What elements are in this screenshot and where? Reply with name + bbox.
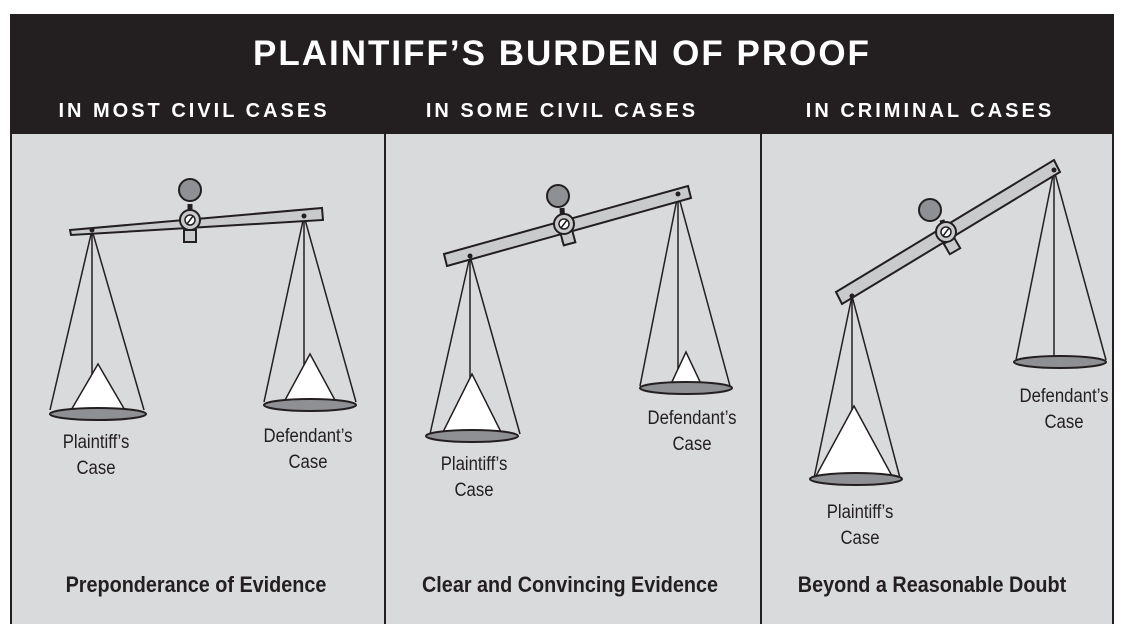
title-banner: PLAINTIFF’S BURDEN OF PROOF IN MOST CIVI…: [10, 14, 1114, 134]
plaintiff-case-label: Plaintiff’s Case: [62, 432, 130, 479]
plaintiff-case-label: Plaintiff’s Case: [440, 454, 508, 501]
panel-heading-some-civil: IN SOME CIVIL CASES: [425, 100, 699, 122]
panel-divider: [760, 134, 762, 624]
defendant-case-label: Defendant’s Case: [647, 408, 737, 455]
standard-label: Clear and Convincing Evidence: [422, 572, 718, 597]
page-title: PLAINTIFF’S BURDEN OF PROOF: [253, 34, 871, 73]
scales-panels: Plaintiff’s Case Defendant’s Case Prepon…: [10, 134, 1114, 624]
panel-heading-criminal: IN CRIMINAL CASES: [805, 100, 1055, 122]
panel-heading-most-civil: IN MOST CIVIL CASES: [58, 100, 330, 122]
defendant-case-label: Defendant’s Case: [263, 426, 353, 473]
panel-some-civil: Plaintiff’s Case Defendant’s Case Clear …: [386, 134, 754, 624]
tilted-scale-icon: [425, 184, 733, 443]
heavily-tilted-scale-icon: [809, 158, 1107, 486]
panel-criminal: Plaintiff’s Case Defendant’s Case Beyond…: [748, 134, 1116, 624]
standard-label: Preponderance of Evidence: [65, 572, 327, 597]
balanced-scale-icon: [49, 178, 357, 421]
defendant-case-label: Defendant’s Case: [1019, 386, 1109, 433]
plaintiff-case-label: Plaintiff’s Case: [826, 502, 894, 549]
panel-divider: [384, 134, 386, 624]
panel-most-civil: Plaintiff’s Case Defendant’s Case Prepon…: [12, 134, 380, 624]
standard-label: Beyond a Reasonable Doubt: [797, 572, 1067, 597]
